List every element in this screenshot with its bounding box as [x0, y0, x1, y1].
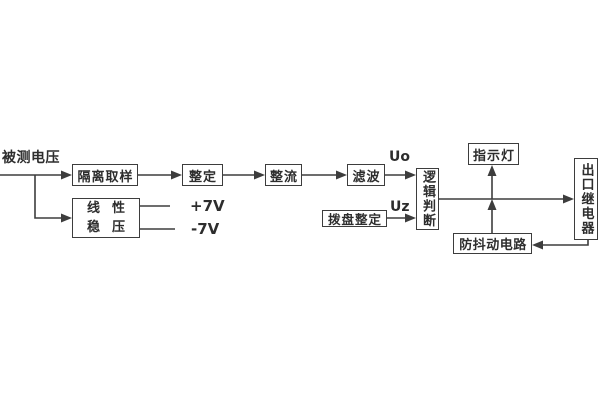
input-voltage-label: 被测电压	[2, 150, 60, 166]
arrowhead-into-setting	[171, 170, 182, 180]
positive-rail-label: +7V	[190, 197, 225, 215]
rectifier-block: 整流	[265, 164, 302, 186]
uz-signal-label: Uz	[390, 199, 410, 215]
filter-block: 滤波	[347, 164, 385, 186]
arrowhead-uz-into-logic	[405, 213, 416, 223]
indicator-light-block: 指示灯	[468, 143, 519, 165]
arrowhead-into-indicator	[487, 165, 497, 176]
output-relay-block: 出口继电器	[574, 158, 598, 240]
linear-regulator-block: 线性 稳压	[72, 198, 140, 238]
line-input-branch	[34, 175, 61, 219]
arrowhead-into-debounce	[532, 240, 543, 250]
negative-rail-label: -7V	[191, 220, 220, 238]
arrowhead-into-filter	[336, 170, 347, 180]
arrowhead-into-junction	[487, 199, 497, 210]
linear-regulator-row1: 线性	[86, 201, 137, 216]
anti-jitter-circuit-block: 防抖动电路	[453, 233, 532, 254]
uo-signal-label: Uo	[389, 149, 410, 165]
isolation-sampling-block: 隔离取样	[72, 164, 138, 186]
dial-setting-block: 拨盘整定	[322, 210, 387, 227]
arrowhead-into-rectifier	[254, 170, 265, 180]
arrowhead-into-relay	[563, 194, 574, 204]
setting-block: 整定	[182, 164, 223, 186]
logic-judgment-block: 逻辑判断	[416, 168, 439, 230]
line-relay-debounce	[543, 240, 589, 246]
arrowhead-uo-into-logic	[405, 170, 416, 180]
arrowhead-into-isolation	[61, 170, 72, 180]
arrowhead-into-regulator	[61, 213, 72, 223]
linear-regulator-row2: 稳压	[86, 220, 137, 235]
